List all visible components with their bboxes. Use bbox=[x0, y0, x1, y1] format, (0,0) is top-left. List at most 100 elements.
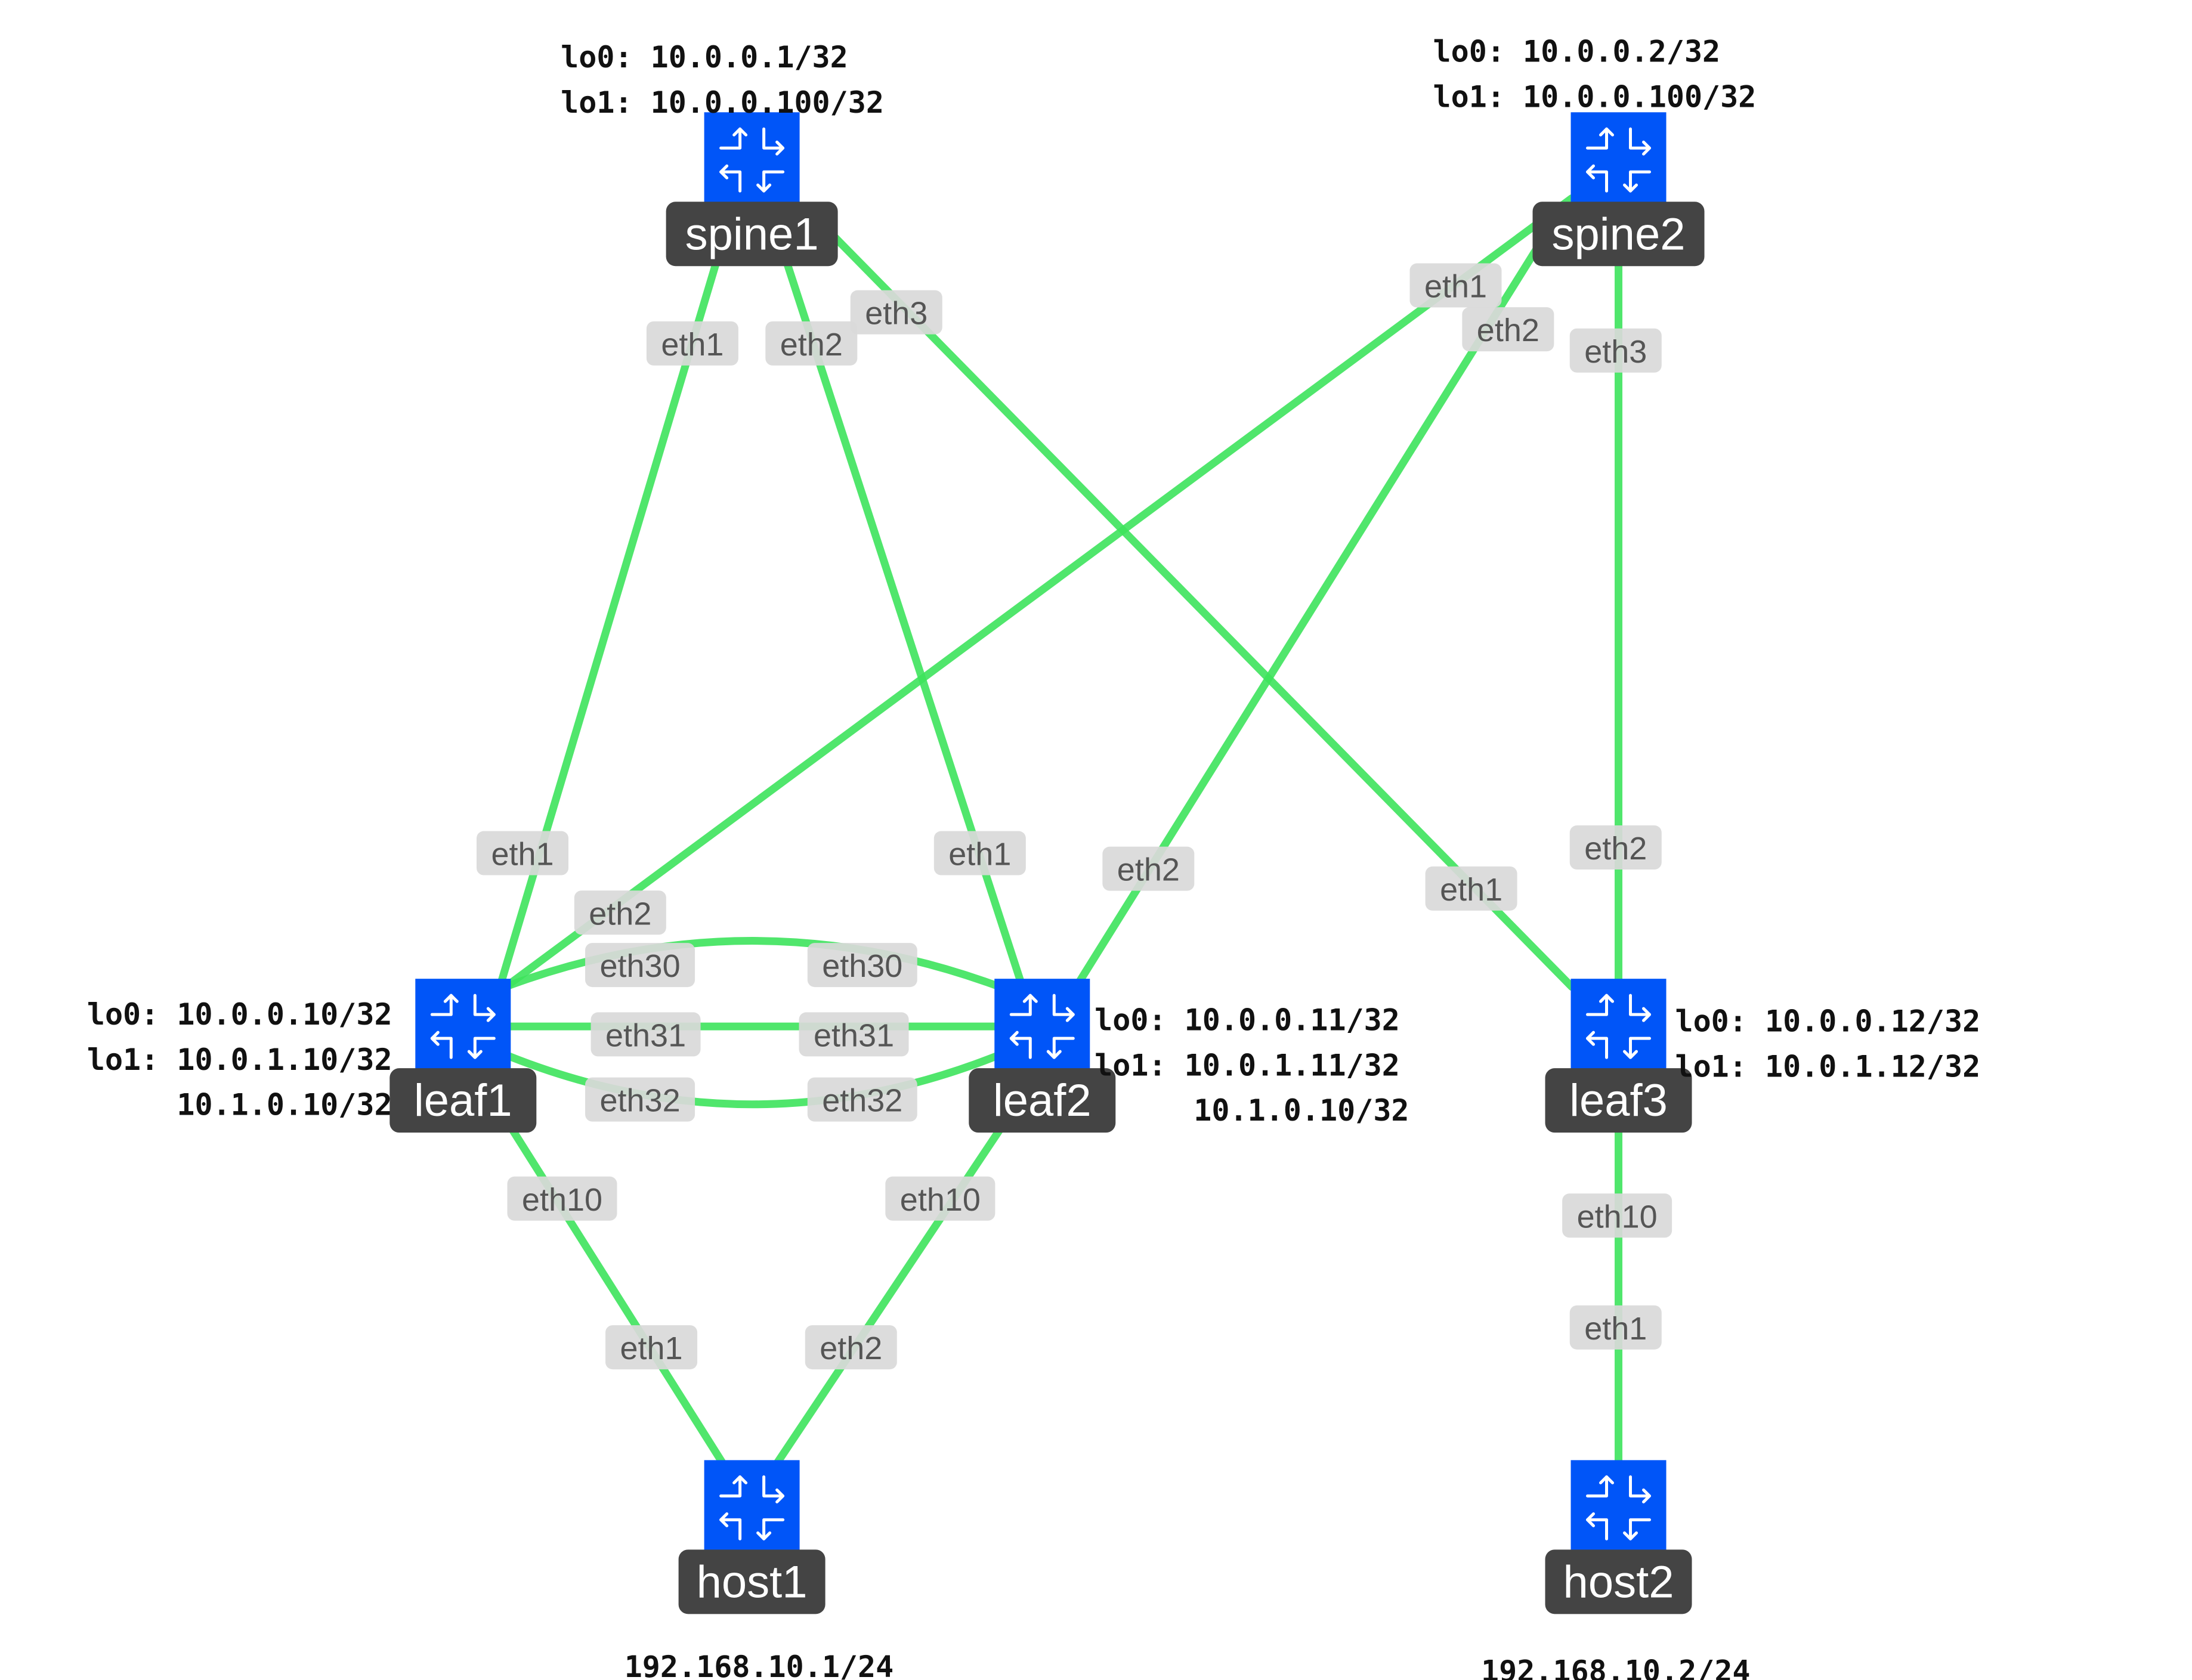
port-label-background bbox=[646, 321, 738, 366]
node-info-line: 10.1.0.10/32 bbox=[1194, 1093, 1409, 1128]
node-name-background bbox=[389, 1068, 537, 1133]
links-layer bbox=[496, 194, 1623, 1471]
port-label-spine1-eth3: eth3 bbox=[850, 290, 942, 335]
port-label-leaf3-eth10: eth10 bbox=[1562, 1193, 1672, 1238]
node-info-line: lo1: 10.0.0.100/32 bbox=[1433, 79, 1757, 114]
port-label-leaf1-eth1: eth1 bbox=[477, 831, 569, 875]
port-label-text: eth1 bbox=[948, 837, 1011, 873]
port-label-leaf2-eth31: eth31 bbox=[799, 1012, 909, 1057]
node-host1[interactable]: host1 bbox=[678, 1460, 826, 1614]
port-label-leaf2-eth30: eth30 bbox=[807, 943, 917, 988]
port-label-text: eth2 bbox=[1477, 313, 1539, 348]
port-label-leaf2-eth1: eth1 bbox=[933, 831, 1026, 875]
node-name: spine2 bbox=[1552, 209, 1686, 259]
node-info-line: lo1: 10.0.0.100/32 bbox=[561, 85, 884, 120]
port-label-text: eth1 bbox=[1584, 1311, 1647, 1347]
router-icon bbox=[704, 1460, 800, 1556]
node-info-line: 192.168.10.2/24 bbox=[1481, 1654, 1751, 1680]
port-label-leaf2-eth10: eth10 bbox=[885, 1176, 995, 1221]
node-name-background bbox=[666, 202, 838, 267]
node-name-background bbox=[678, 1549, 826, 1614]
node-leaf1[interactable]: leaf1 bbox=[389, 979, 537, 1133]
node-info-line: lo0: 10.0.0.1/32 bbox=[561, 40, 848, 75]
port-label-background bbox=[507, 1176, 617, 1221]
port-label-leaf1-eth32: eth32 bbox=[585, 1077, 695, 1122]
port-label-text: eth1 bbox=[491, 837, 554, 873]
port-label-text: eth31 bbox=[814, 1017, 894, 1053]
port-label-background bbox=[765, 321, 858, 366]
port-label-text: eth2 bbox=[1117, 852, 1180, 888]
port-label-background bbox=[1102, 846, 1195, 891]
port-label-text: eth31 bbox=[605, 1017, 686, 1053]
port-label-background bbox=[850, 290, 942, 335]
node-name: host2 bbox=[1563, 1557, 1674, 1607]
port-label-leaf2-eth2: eth2 bbox=[1102, 846, 1195, 891]
port-label-background bbox=[1409, 263, 1502, 308]
port-label-text: eth1 bbox=[661, 327, 724, 363]
port-label-leaf1-eth30: eth30 bbox=[585, 943, 695, 988]
node-name-background bbox=[1532, 202, 1705, 267]
port-label-leaf3-eth1: eth1 bbox=[1425, 866, 1517, 911]
port-label-text: eth10 bbox=[1577, 1199, 1658, 1235]
port-label-background bbox=[807, 1077, 917, 1122]
link-spine1-eth3-leaf3-eth1 bbox=[831, 234, 1576, 991]
node-spine2[interactable]: spine2 bbox=[1532, 112, 1705, 267]
port-label-background bbox=[585, 943, 695, 988]
port-label-text: eth2 bbox=[589, 896, 651, 932]
node-name-background bbox=[1545, 1549, 1692, 1614]
router-icon bbox=[415, 979, 511, 1075]
port-label-background bbox=[585, 1077, 695, 1122]
port-label-background bbox=[1425, 866, 1517, 911]
port-label-text: eth30 bbox=[599, 948, 680, 984]
port-label-text: eth1 bbox=[1424, 269, 1487, 305]
port-label-background bbox=[799, 1012, 909, 1057]
port-label-leaf1-eth10: eth10 bbox=[507, 1176, 617, 1221]
port-label-background bbox=[590, 1012, 701, 1057]
node-name: spine1 bbox=[685, 209, 819, 259]
port-label-spine1-eth2: eth2 bbox=[765, 321, 858, 366]
port-label-background bbox=[605, 1325, 698, 1370]
port-label-spine2-eth3: eth3 bbox=[1569, 328, 1662, 373]
port-label-host1-eth1: eth1 bbox=[605, 1325, 698, 1370]
router-icon bbox=[994, 979, 1090, 1075]
port-label-text: eth2 bbox=[780, 327, 843, 363]
node-spine1[interactable]: spine1 bbox=[666, 112, 838, 267]
port-label-background bbox=[477, 831, 569, 875]
node-name: leaf3 bbox=[1569, 1075, 1668, 1126]
node-info-line: lo0: 10.0.0.12/32 bbox=[1675, 1004, 1980, 1039]
node-info-line: lo0: 10.0.0.2/32 bbox=[1433, 34, 1721, 69]
node-info-line: 10.1.0.10/32 bbox=[177, 1088, 392, 1122]
node-leaf3[interactable]: leaf3 bbox=[1545, 979, 1692, 1133]
port-label-text: eth32 bbox=[599, 1083, 680, 1119]
router-icon bbox=[1570, 1460, 1667, 1556]
port-label-leaf1-eth31: eth31 bbox=[590, 1012, 701, 1057]
node-name: leaf1 bbox=[414, 1075, 512, 1126]
link-leaf1-eth30-leaf2-eth30 bbox=[502, 937, 1004, 991]
port-label-host2-eth1: eth1 bbox=[1569, 1305, 1662, 1350]
port-label-background bbox=[807, 943, 917, 988]
port-labels-layer: eth1 eth1 eth2 eth1 eth3 eth1 eth1 eth2 eth2 eth2… bbox=[477, 263, 1672, 1370]
node-info-line: lo0: 10.0.0.11/32 bbox=[1095, 1003, 1400, 1037]
port-label-background bbox=[574, 890, 666, 935]
port-label-host1-eth2: eth2 bbox=[805, 1325, 897, 1370]
port-label-background bbox=[1569, 328, 1662, 373]
node-host2[interactable]: host2 bbox=[1545, 1460, 1692, 1614]
node-leaf2[interactable]: leaf2 bbox=[969, 979, 1116, 1133]
node-name-background bbox=[1545, 1068, 1692, 1133]
port-label-spine1-eth1: eth1 bbox=[646, 321, 738, 366]
link-spine2-eth1-leaf1-eth2 bbox=[496, 194, 1576, 995]
port-label-text: eth2 bbox=[1584, 831, 1647, 867]
node-name: leaf2 bbox=[993, 1075, 1092, 1126]
port-label-spine2-eth2: eth2 bbox=[1462, 307, 1554, 352]
node-info-host2: 192.168.10.2/24 bbox=[1481, 1654, 1751, 1680]
node-name: host1 bbox=[697, 1557, 808, 1607]
port-label-text: eth10 bbox=[522, 1182, 602, 1218]
port-label-text: eth1 bbox=[620, 1331, 682, 1366]
node-info-line: lo0: 10.0.0.10/32 bbox=[87, 997, 392, 1032]
port-label-leaf1-eth2: eth2 bbox=[574, 890, 666, 935]
node-info-spine1: lo0: 10.0.0.1/32 lo1: 10.0.0.100/32 bbox=[561, 40, 884, 120]
port-label-background bbox=[1569, 825, 1662, 870]
